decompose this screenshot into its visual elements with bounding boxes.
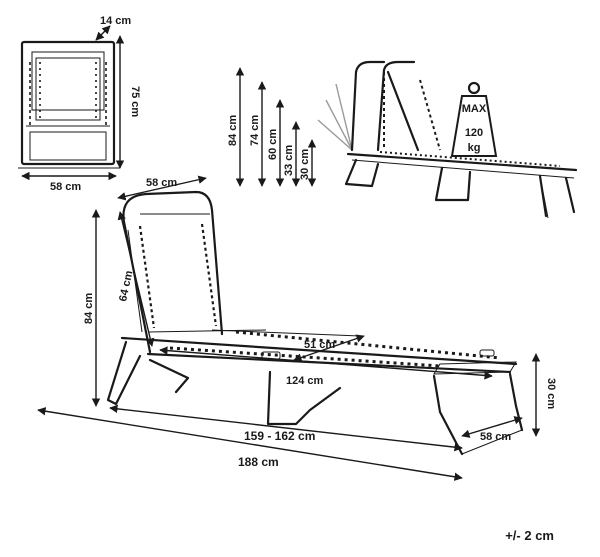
top-bottom-width-label: 58 cm xyxy=(50,181,81,193)
max-weight-unit: kg xyxy=(468,142,481,154)
top-view-cords xyxy=(29,62,107,128)
max-weight-icon: MAX 120 kg xyxy=(450,81,498,157)
length-total-label: 188 cm xyxy=(238,455,279,469)
leg-spacing-label: 124 cm xyxy=(286,375,324,387)
top-height-label: 75 cm xyxy=(129,86,141,117)
back-width-label: 58 cm xyxy=(146,177,177,189)
height-dimensions: 84 cm 74 cm 60 cm 33 cm 30 cm xyxy=(227,67,317,187)
max-label: MAX xyxy=(462,103,487,115)
top-view-drawing xyxy=(18,40,120,169)
main-dimensions: 58 cm 64 cm 84 cm 51 cm 124 cm 30 cm 58 … xyxy=(37,175,557,481)
top-view-dimensions: 14 cm 75 cm 58 cm xyxy=(21,15,141,193)
height-74-label: 74 cm xyxy=(249,115,261,146)
tolerance-note: +/- 2 cm xyxy=(505,528,554,543)
length-range-label: 159 - 162 cm xyxy=(244,429,315,443)
side-view-drawing xyxy=(317,60,578,219)
back-length-label: 64 cm xyxy=(117,269,135,302)
foot-height-label: 30 cm xyxy=(545,378,557,409)
top-width-label: 14 cm xyxy=(100,15,131,27)
foot-width-label: 58 cm xyxy=(480,431,511,443)
height-60-label: 60 cm xyxy=(267,129,279,160)
total-height-label: 84 cm xyxy=(83,293,95,324)
height-84-label: 84 cm xyxy=(227,115,239,146)
max-weight-value: 120 xyxy=(465,127,483,139)
height-30-label: 30 cm xyxy=(299,149,311,180)
height-33-label: 33 cm xyxy=(283,145,295,176)
seat-length-label: 51 cm xyxy=(304,339,335,351)
